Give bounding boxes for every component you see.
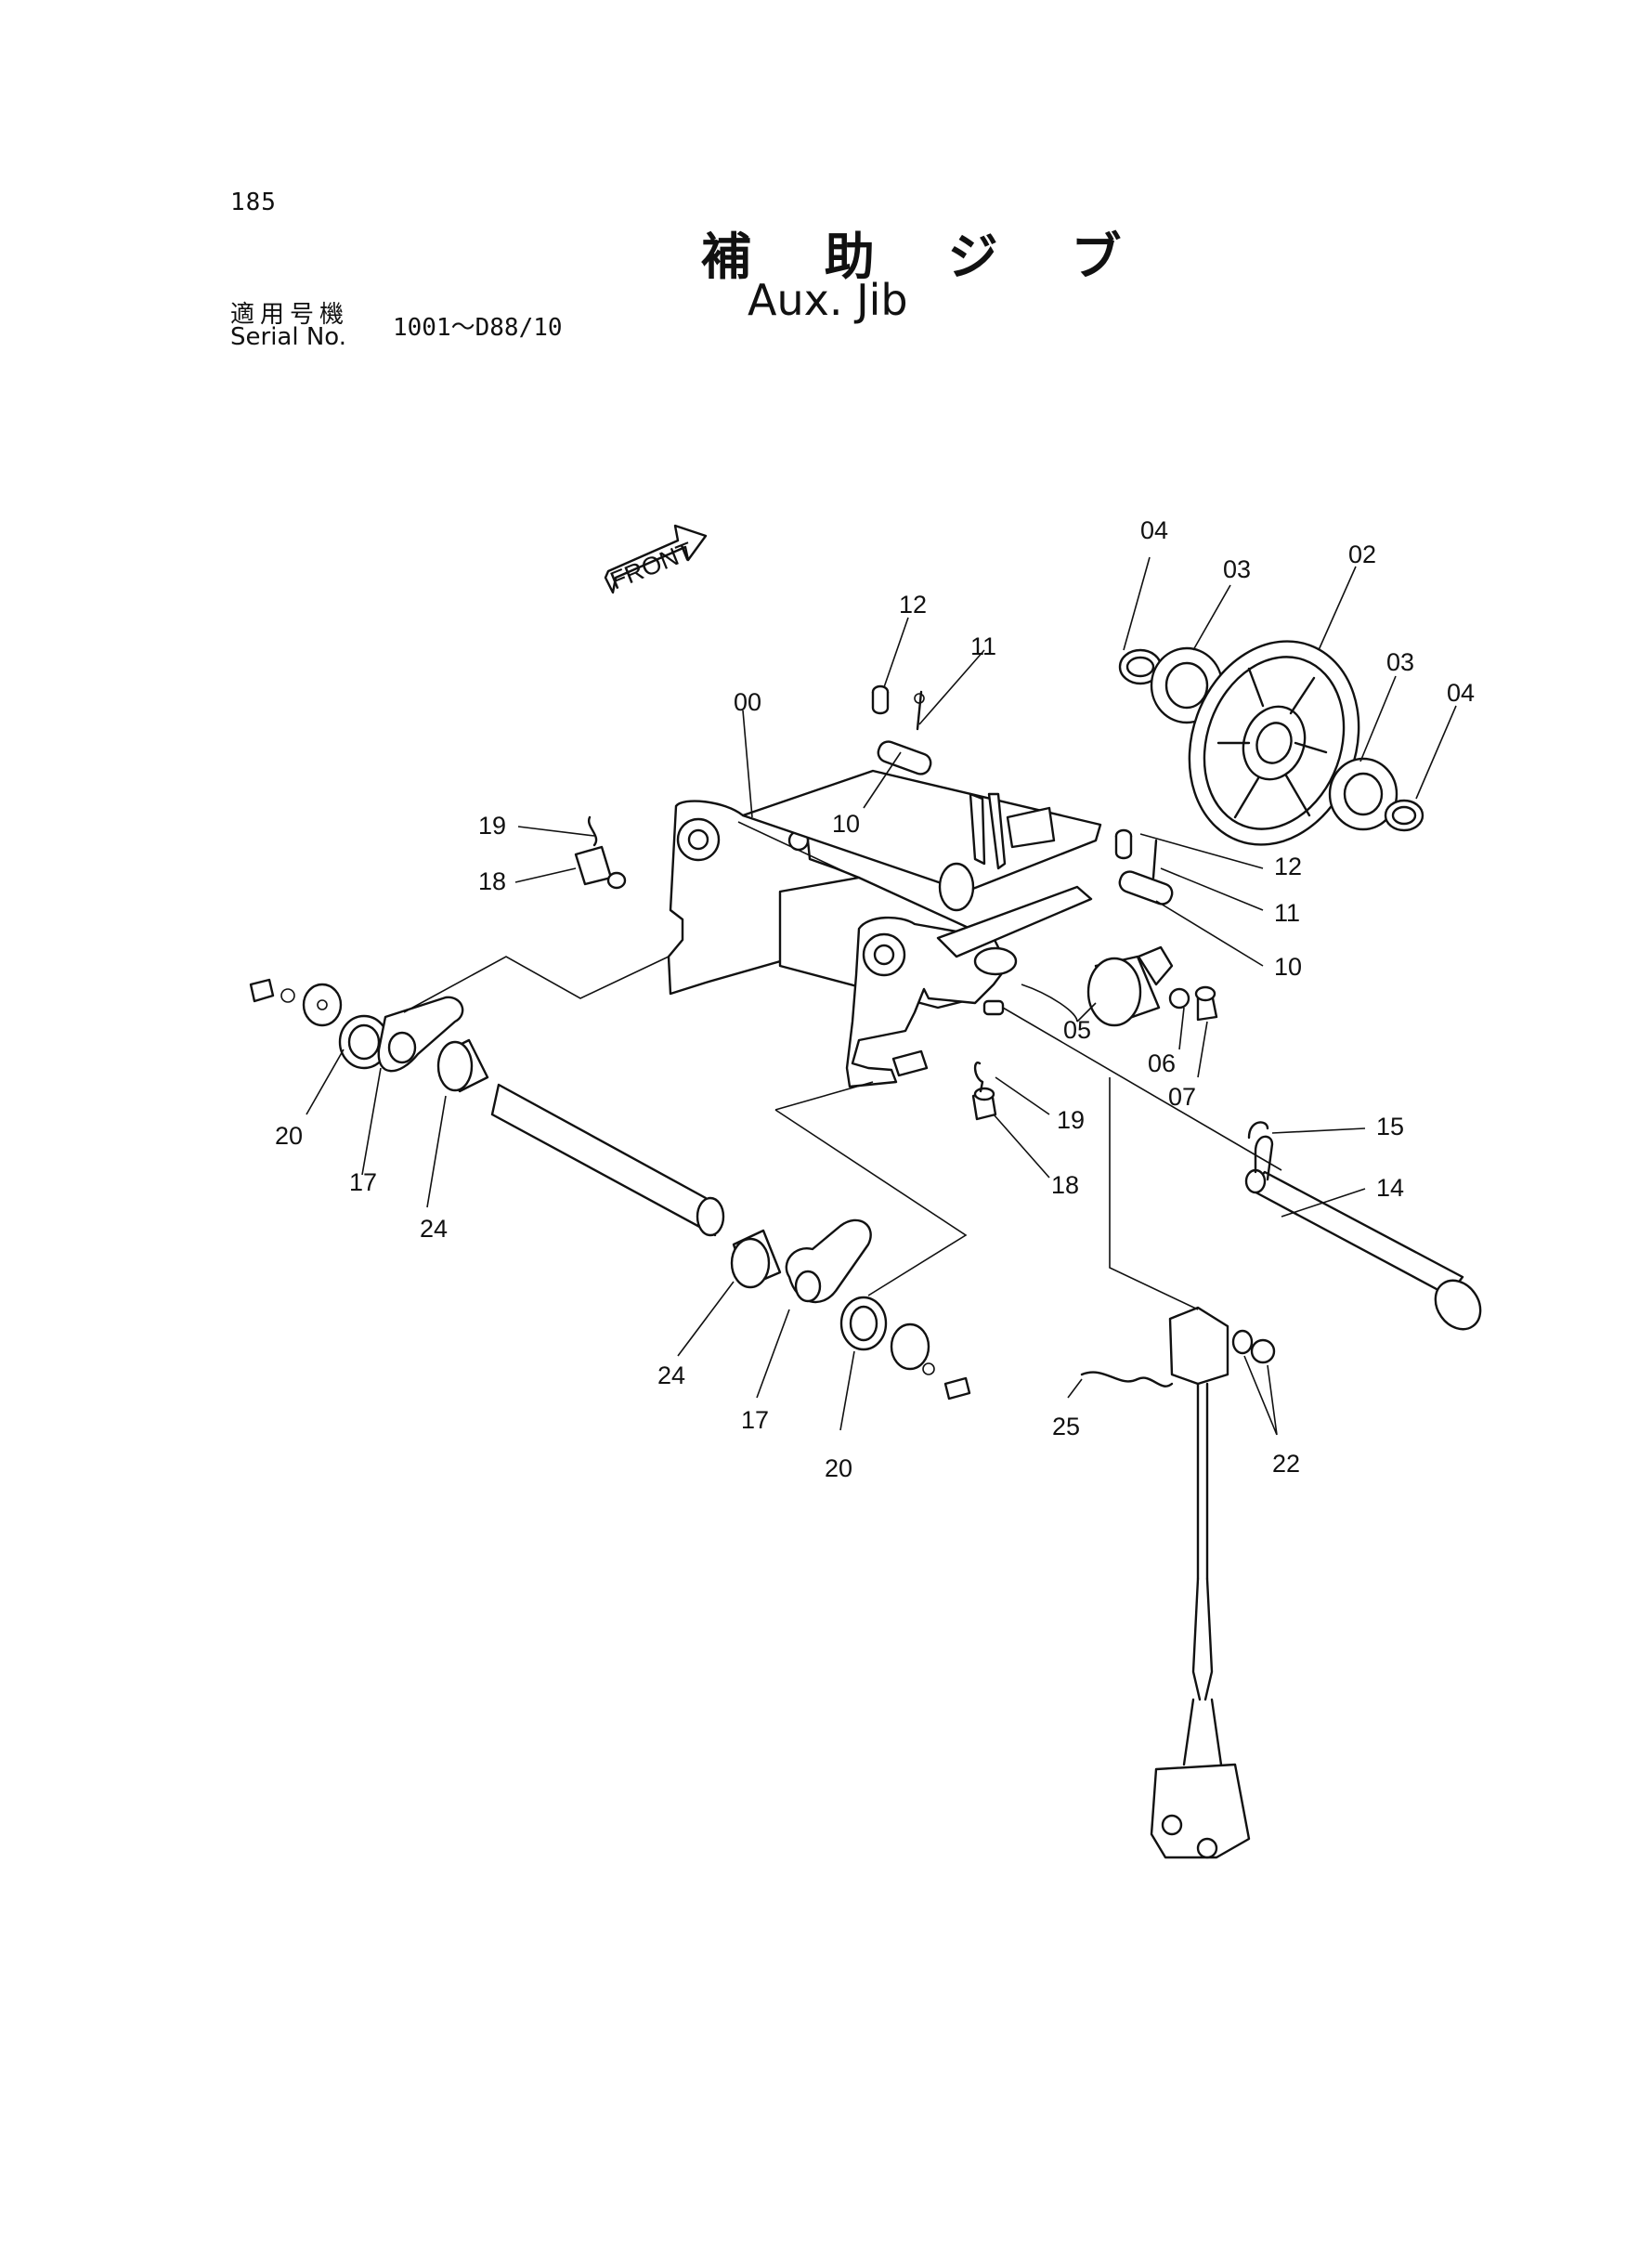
label-part-22: 22 (1272, 1450, 1300, 1478)
label-part-18b: 18 (1051, 1171, 1079, 1199)
label-part-14: 14 (1376, 1174, 1404, 1202)
label-part-03b: 03 (1386, 648, 1414, 676)
label-part-17a: 17 (349, 1168, 377, 1196)
sheave-assembly (1118, 640, 1424, 846)
cylinder-assembly (982, 945, 1218, 1027)
right-fasteners (730, 1218, 971, 1401)
leader-lines (306, 556, 1457, 1436)
long-pin-assembly (1244, 1121, 1482, 1331)
jib-frame (667, 769, 1102, 1088)
label-part-11a: 11 (970, 632, 996, 660)
page-number: 185 (230, 189, 277, 216)
label-part-04a: 04 (1140, 516, 1168, 544)
left-pin-assembly (574, 815, 627, 890)
serial-range: 1001～D88/10 (393, 314, 563, 342)
label-part-15: 15 (1376, 1113, 1404, 1140)
hook-assembly (1080, 1306, 1276, 1859)
label-part-00: 00 (734, 688, 761, 716)
serial-label-english: Serial No. (230, 323, 346, 351)
label-part-19a: 19 (478, 812, 506, 840)
label-part-12a: 12 (899, 591, 927, 619)
label-part-11b: 11 (1274, 899, 1300, 927)
part-number-labels: 00 02 03 03 04 04 05 06 07 10 10 11 11 1… (275, 516, 1475, 1482)
serial-label-japanese: 適用号機 (230, 301, 350, 329)
label-part-03a: 03 (1223, 555, 1251, 583)
title-japanese: 補 助 ジ ブ (701, 228, 1150, 286)
label-part-06: 06 (1148, 1049, 1176, 1077)
left-fasteners (249, 978, 725, 1237)
label-part-20a: 20 (275, 1122, 303, 1150)
label-part-04b: 04 (1447, 679, 1475, 707)
label-part-24a: 24 (420, 1215, 448, 1243)
front-label: FRONT (606, 537, 696, 595)
reference-lines (403, 956, 1282, 1310)
label-part-07: 07 (1168, 1083, 1196, 1111)
label-part-02: 02 (1348, 541, 1376, 568)
right-pin-assembly (1114, 828, 1174, 905)
label-part-05: 05 (1063, 1016, 1091, 1044)
lower-bracket-assembly (891, 1049, 997, 1121)
label-part-12b: 12 (1274, 853, 1302, 880)
label-part-10b: 10 (1274, 953, 1302, 981)
label-part-18a: 18 (478, 867, 506, 895)
label-part-17b: 17 (741, 1406, 769, 1434)
front-arrow-icon: FRONT (604, 524, 708, 595)
label-part-20b: 20 (825, 1454, 852, 1482)
upper-pin-assembly (871, 684, 932, 775)
label-part-10a: 10 (832, 810, 860, 838)
label-part-24b: 24 (657, 1362, 685, 1389)
label-part-25: 25 (1052, 1413, 1080, 1440)
label-part-19b: 19 (1057, 1106, 1085, 1134)
title-english: Aux. Jib (748, 275, 908, 325)
